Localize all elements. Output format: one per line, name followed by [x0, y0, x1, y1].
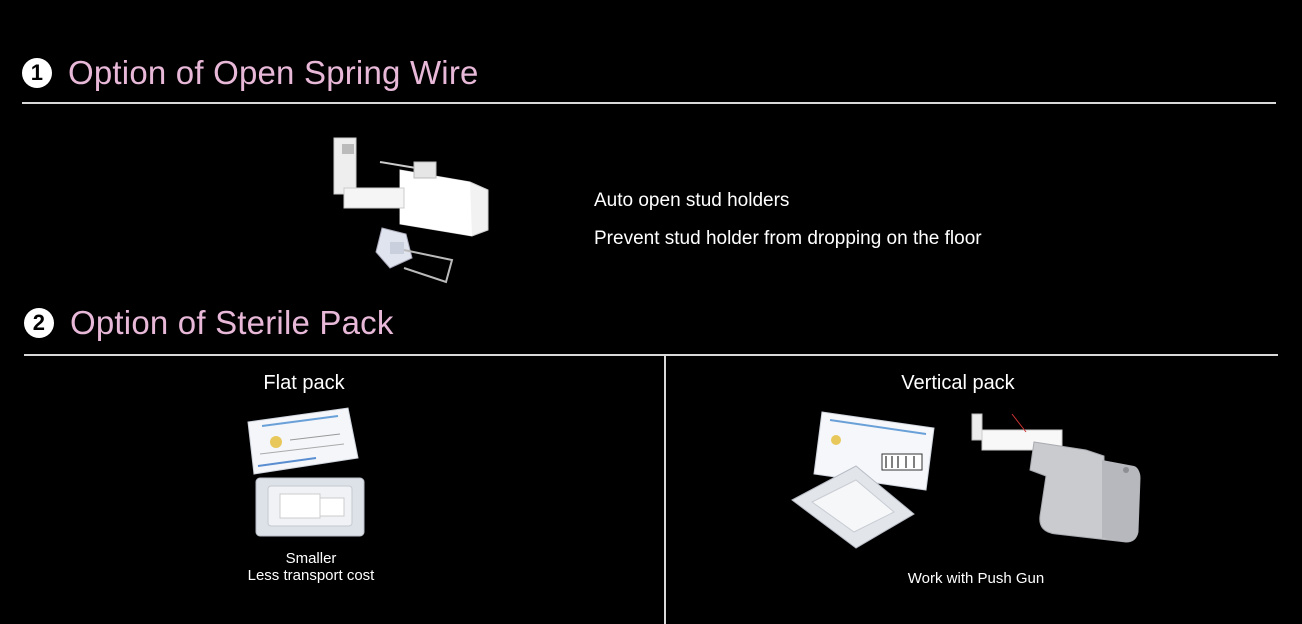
section1-divider: [22, 102, 1276, 104]
vertical-pack-heading: Vertical pack: [901, 372, 1015, 394]
vertical-pack-caption: Work with Push Gun: [907, 570, 1045, 587]
vertical-pack-push-gun-image: [791, 411, 1141, 549]
column-divider: [664, 354, 666, 624]
number-two-badge: 2: [24, 308, 54, 338]
feature-auto-open: Auto open stud holders: [594, 190, 790, 211]
feature-prevent-drop: Prevent stud holder from dropping on the…: [594, 228, 982, 249]
flat-pack-heading: Flat pack: [263, 372, 345, 394]
flat-pack-caption: Smaller Less transport cost: [206, 550, 416, 584]
flat-caption-line2: Less transport cost: [247, 567, 375, 584]
section1-title-text: Option of Open Spring Wire: [68, 54, 479, 91]
section2-title: 2 Option of Sterile Pack: [24, 304, 394, 342]
section1-title: 1 Option of Open Spring Wire: [22, 54, 479, 92]
stud-holder-device-image: [333, 137, 489, 284]
section2-title-text: Option of Sterile Pack: [70, 304, 394, 341]
flat-sterile-pack-image: [247, 407, 365, 537]
number-one-badge: 1: [22, 58, 52, 88]
section2-divider: [24, 354, 1278, 356]
flat-caption-line1: Smaller: [285, 550, 337, 567]
